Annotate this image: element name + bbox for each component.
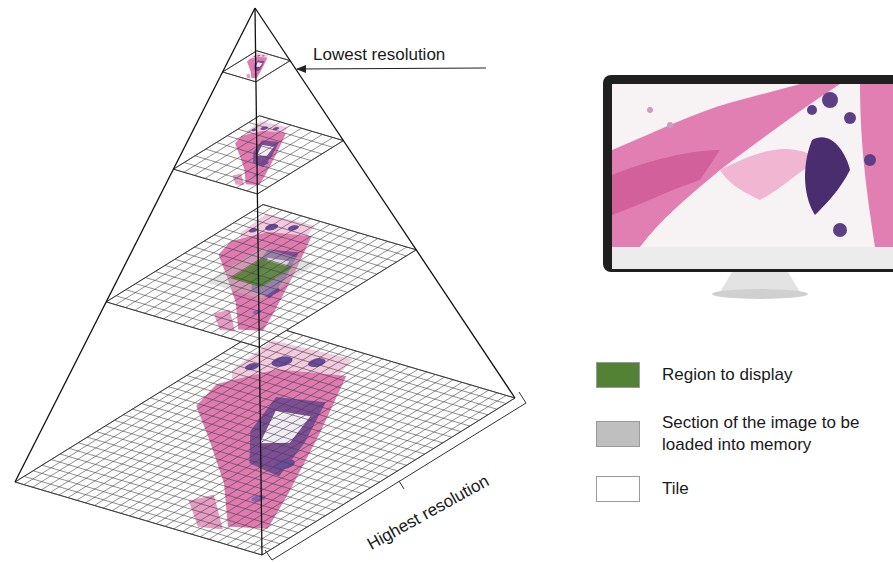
- tile-line: [142, 404, 389, 477]
- tile-line: [165, 369, 418, 526]
- tile-line: [221, 238, 378, 335]
- monitor: [603, 75, 893, 299]
- bracket: [265, 392, 526, 560]
- tile-line: [145, 278, 298, 323]
- tile-line: [114, 420, 361, 493]
- legend-text: Region to display: [662, 364, 874, 386]
- legend-swatch: [596, 476, 640, 502]
- tile-line: [147, 364, 400, 521]
- tile-line: [192, 230, 349, 327]
- tile-line: [173, 169, 257, 194]
- tile-line: [174, 372, 427, 529]
- legend-text: Section of the image to be loaded into m…: [662, 412, 874, 456]
- tile-line: [126, 290, 279, 335]
- legend-swatch: [596, 421, 640, 447]
- tile-line: [184, 162, 268, 187]
- tile-line: [139, 362, 392, 519]
- tile-line: [227, 388, 480, 545]
- tile-line: [231, 241, 388, 338]
- leader-arrow: [297, 68, 486, 69]
- tile-line: [116, 296, 269, 341]
- tile-line: [226, 131, 312, 184]
- tile-line: [259, 250, 416, 347]
- legend-swatch: [596, 362, 640, 388]
- tile-line: [96, 432, 343, 505]
- tile-line: [106, 302, 259, 347]
- tile-line: [257, 141, 343, 194]
- tile-line: [195, 156, 279, 181]
- tile-line: [247, 137, 333, 190]
- tile-line: [244, 393, 497, 550]
- tile-line: [250, 247, 407, 344]
- tile-line: [155, 271, 308, 316]
- tile-line: [202, 233, 359, 330]
- axis-label: Highest resolution: [363, 470, 492, 554]
- tile-line: [33, 471, 280, 544]
- tile-line: [206, 149, 290, 174]
- tile-line: [191, 377, 444, 534]
- axis-label: Lowest resolution: [313, 44, 445, 65]
- tile-line: [42, 465, 289, 538]
- tile-line: [123, 415, 370, 488]
- legend-text: Tile: [662, 478, 874, 500]
- tile-line: [156, 367, 409, 524]
- tile-line: [240, 244, 397, 341]
- tile-line: [60, 454, 307, 527]
- tile-line: [132, 409, 379, 482]
- tile-line: [15, 482, 262, 555]
- tile-line: [236, 134, 322, 187]
- tile-line: [69, 448, 316, 521]
- tile-line: [136, 284, 289, 329]
- layer-highest: [15, 325, 515, 555]
- tile-line: [24, 476, 271, 549]
- pyramid-edges: [15, 8, 515, 555]
- tile-line: [183, 375, 436, 532]
- layer-three: [106, 205, 416, 348]
- tile-line: [211, 236, 368, 333]
- layer-two: [173, 116, 343, 194]
- tile-line: [236, 390, 489, 547]
- tile-line: [256, 61, 290, 82]
- tile-line: [87, 437, 334, 510]
- tile-line: [262, 398, 515, 555]
- tile-line: [105, 426, 352, 499]
- tile-line: [165, 265, 318, 310]
- tile-line: [223, 72, 256, 82]
- tile-line: [78, 443, 325, 516]
